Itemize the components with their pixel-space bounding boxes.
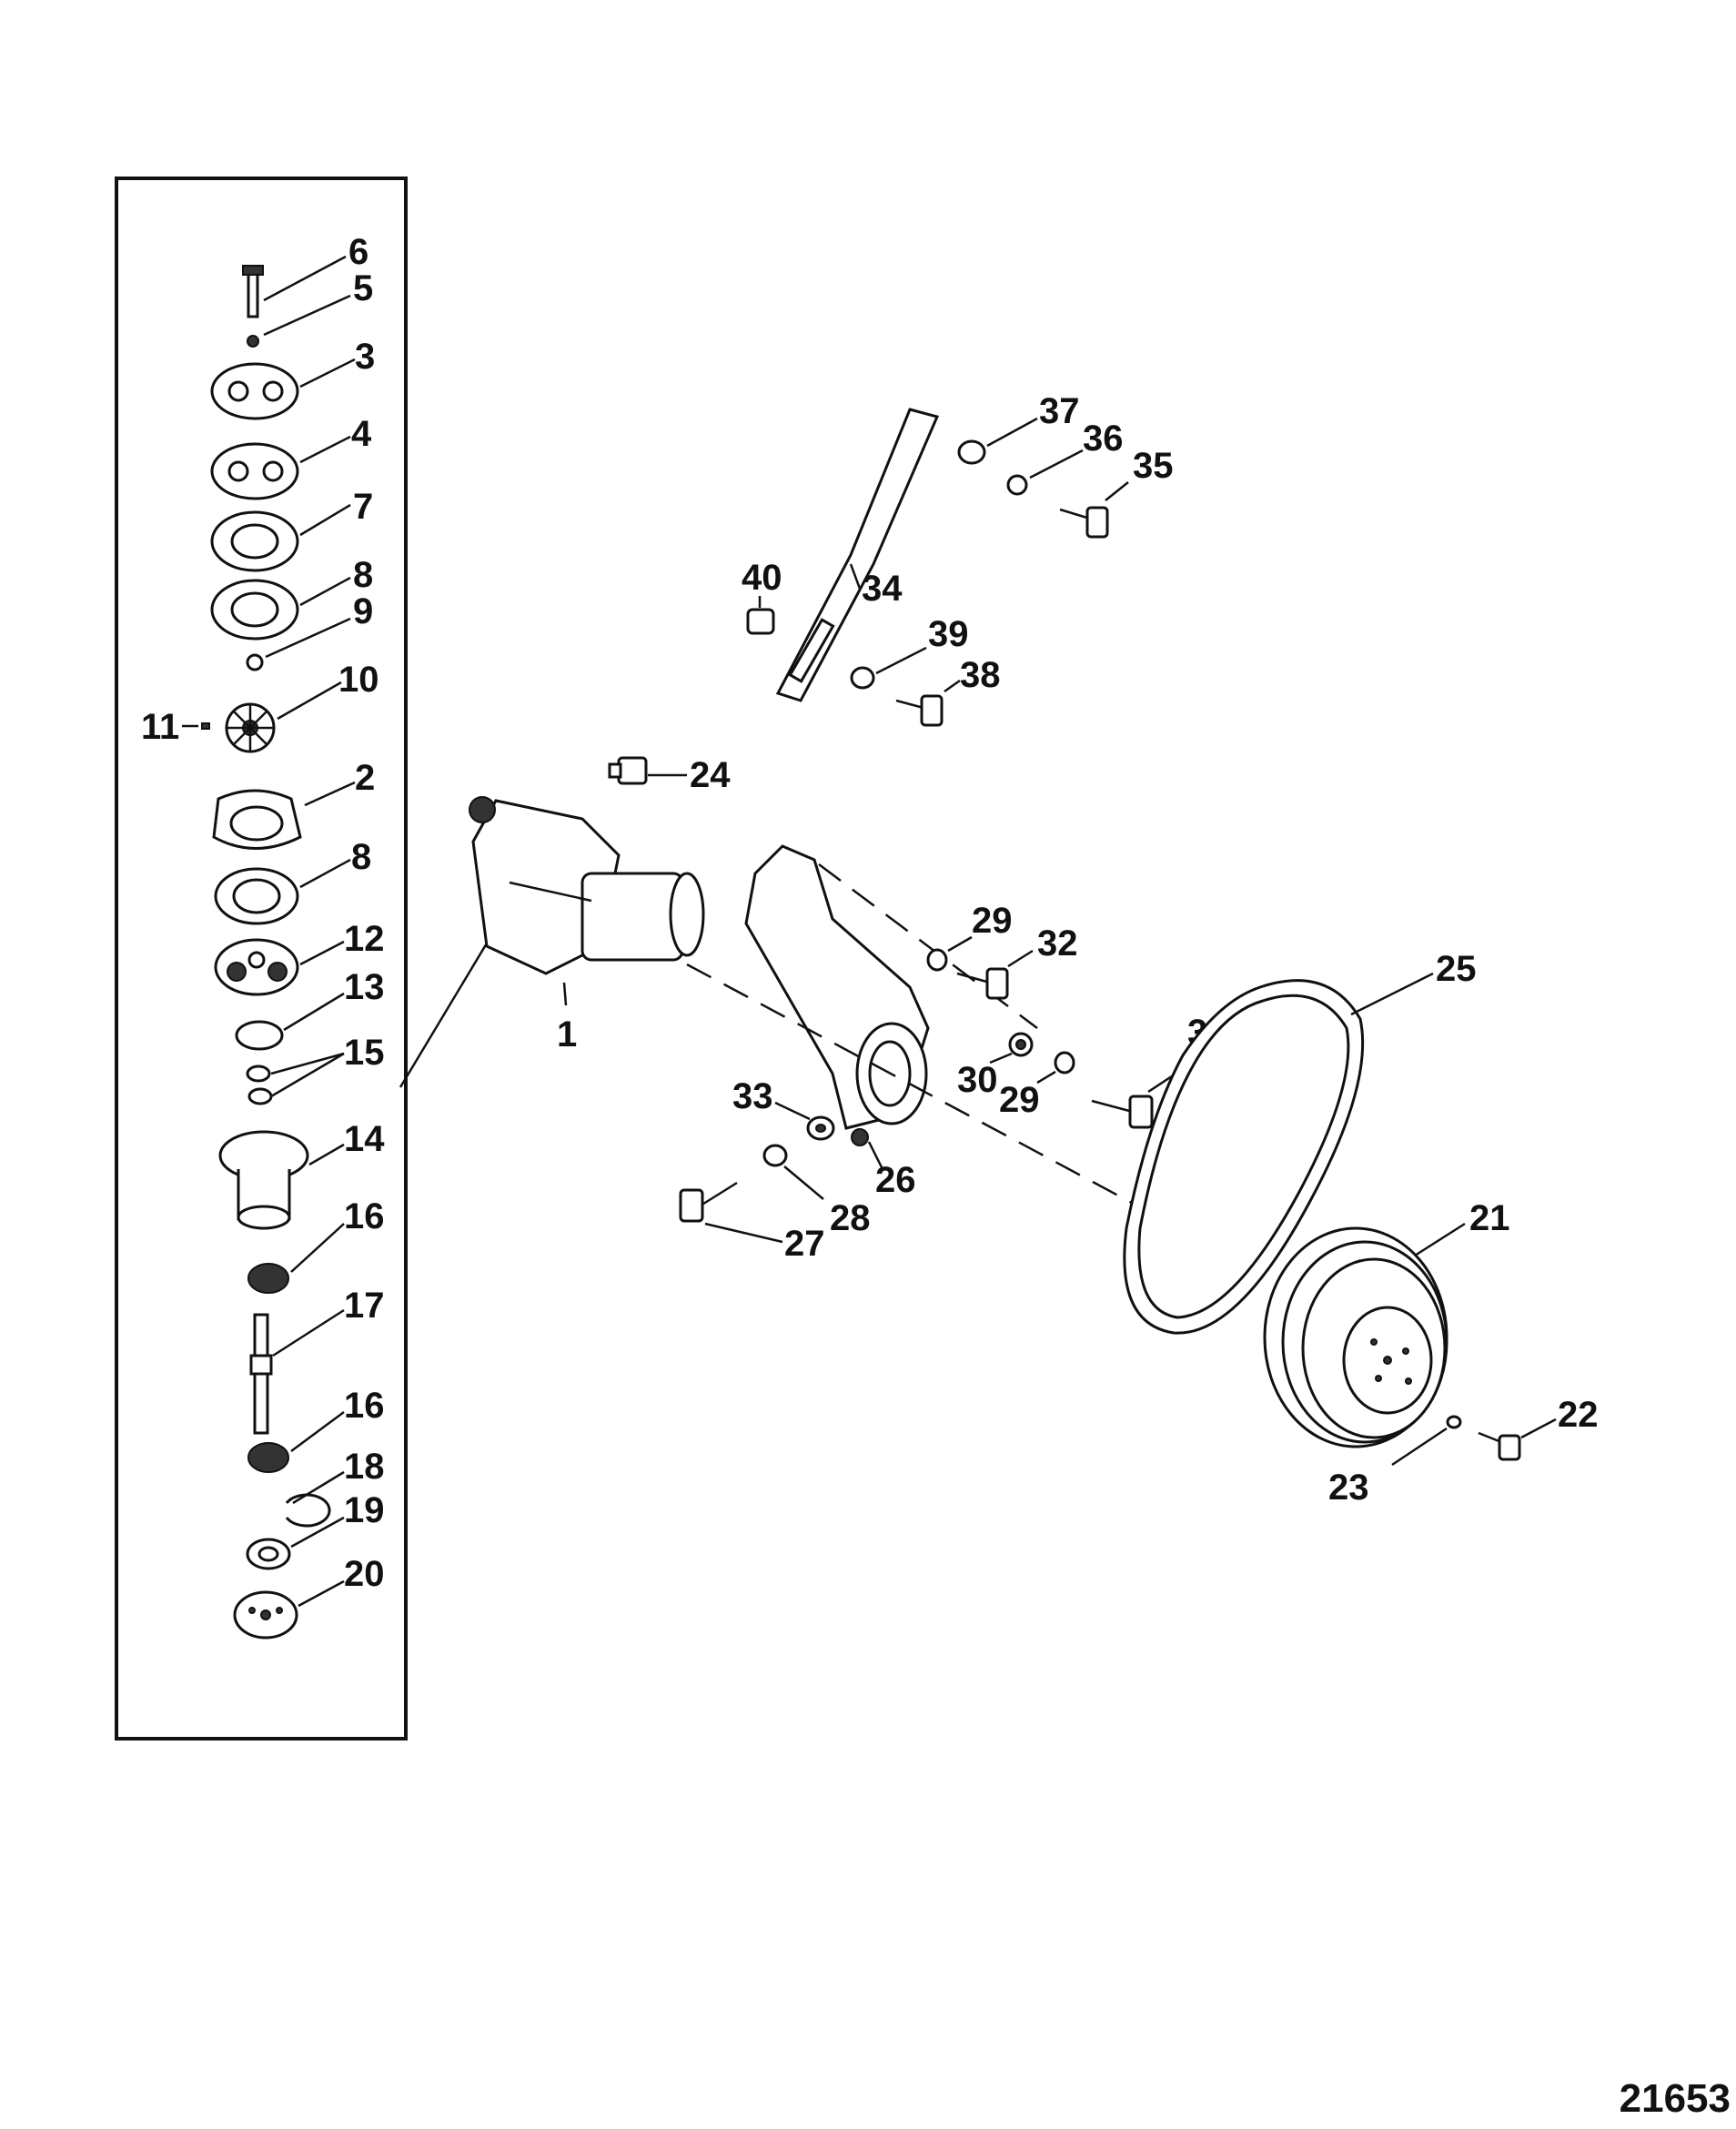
callout-8b: 8 <box>351 837 371 877</box>
bolt-part <box>679 1181 738 1223</box>
bolt-part <box>895 694 944 727</box>
callout-16a: 16 <box>344 1196 385 1236</box>
bearing-part <box>247 1263 289 1294</box>
callout-17: 17 <box>344 1286 385 1326</box>
callout-30: 30 <box>957 1060 998 1100</box>
cover-plate-part <box>210 362 299 420</box>
washer-part <box>957 439 986 465</box>
callout-28: 28 <box>830 1198 871 1238</box>
o-ring-part <box>235 1020 284 1051</box>
callout-22: 22 <box>1558 1395 1599 1435</box>
bearing-part <box>247 1442 289 1473</box>
nut-part <box>746 608 775 635</box>
callout-39: 39 <box>928 614 969 654</box>
fitting-part <box>608 756 648 785</box>
pump-hub-part <box>233 1590 298 1640</box>
lockwasher-part <box>926 948 948 972</box>
callout-12: 12 <box>344 919 385 959</box>
callout-16b: 16 <box>344 1386 385 1426</box>
callout-18: 18 <box>344 1447 385 1487</box>
callout-19: 19 <box>344 1490 385 1530</box>
impeller-part <box>225 702 276 753</box>
callout-36: 36 <box>1083 419 1124 459</box>
callout-29a: 29 <box>972 901 1013 941</box>
gasket-part <box>210 442 299 500</box>
key-part <box>201 722 210 730</box>
power-steering-pump-part <box>469 796 705 975</box>
bolt-part <box>1091 1095 1154 1129</box>
drive-belt-part <box>1123 979 1365 1335</box>
small-ring-part <box>246 653 264 671</box>
callout-11: 11 <box>141 707 179 747</box>
callout-4: 4 <box>351 414 372 454</box>
screw-part <box>242 265 264 318</box>
shaft-part <box>249 1313 273 1435</box>
callout-35: 35 <box>1133 446 1174 486</box>
callout-26: 26 <box>875 1160 916 1200</box>
callout-34: 34 <box>862 569 903 609</box>
callout-10: 10 <box>338 660 379 700</box>
pulley-part <box>1263 1226 1448 1448</box>
callout-3: 3 <box>355 337 375 377</box>
bolt-part <box>1059 506 1109 539</box>
callout-6: 6 <box>348 232 368 272</box>
callout-8a: 8 <box>353 555 373 595</box>
inset-connector-line <box>399 927 498 1088</box>
callout-23: 23 <box>1328 1468 1369 1508</box>
port-plate-part <box>214 938 299 996</box>
callout-1: 1 <box>557 1014 577 1054</box>
callout-32: 32 <box>1037 923 1078 964</box>
callout-9: 9 <box>353 591 373 631</box>
lockwasher-part <box>1054 1051 1075 1075</box>
callout-7: 7 <box>353 487 373 527</box>
callout-29b: 29 <box>999 1080 1040 1120</box>
callout-24: 24 <box>690 755 731 795</box>
alignment-axis <box>818 863 1038 1029</box>
bolt-part <box>1478 1431 1521 1461</box>
callout-25: 25 <box>1436 949 1477 989</box>
callout-40: 40 <box>742 558 782 598</box>
callout-21: 21 <box>1469 1198 1510 1238</box>
seal-part <box>247 1087 273 1105</box>
lockwasher-part <box>762 1144 788 1167</box>
washer-part <box>850 666 875 690</box>
callout-37: 37 <box>1039 391 1080 431</box>
seal-part <box>246 1064 271 1083</box>
alignment-axis <box>686 963 1384 1339</box>
washer-part <box>247 335 259 348</box>
inset-box <box>115 177 408 1741</box>
lockwasher-part <box>1006 474 1028 496</box>
callout-2: 2 <box>355 758 375 798</box>
callout-27: 27 <box>784 1224 825 1264</box>
callout-14: 14 <box>344 1119 385 1159</box>
callout-15: 15 <box>344 1033 385 1073</box>
figure-number: 21653 <box>1619 2076 1731 2121</box>
callout-5: 5 <box>353 268 373 308</box>
callout-38: 38 <box>960 655 1001 695</box>
pump-bracket-part <box>744 844 930 1146</box>
pump-housing-part <box>218 1130 309 1230</box>
callout-13: 13 <box>344 967 385 1007</box>
bolt-part <box>956 967 1009 1000</box>
callout-20: 20 <box>344 1554 385 1594</box>
callout-33: 33 <box>732 1076 773 1116</box>
washer-part <box>1446 1415 1462 1429</box>
snap-ring-part <box>285 1493 331 1528</box>
pump-body-part <box>212 789 302 850</box>
